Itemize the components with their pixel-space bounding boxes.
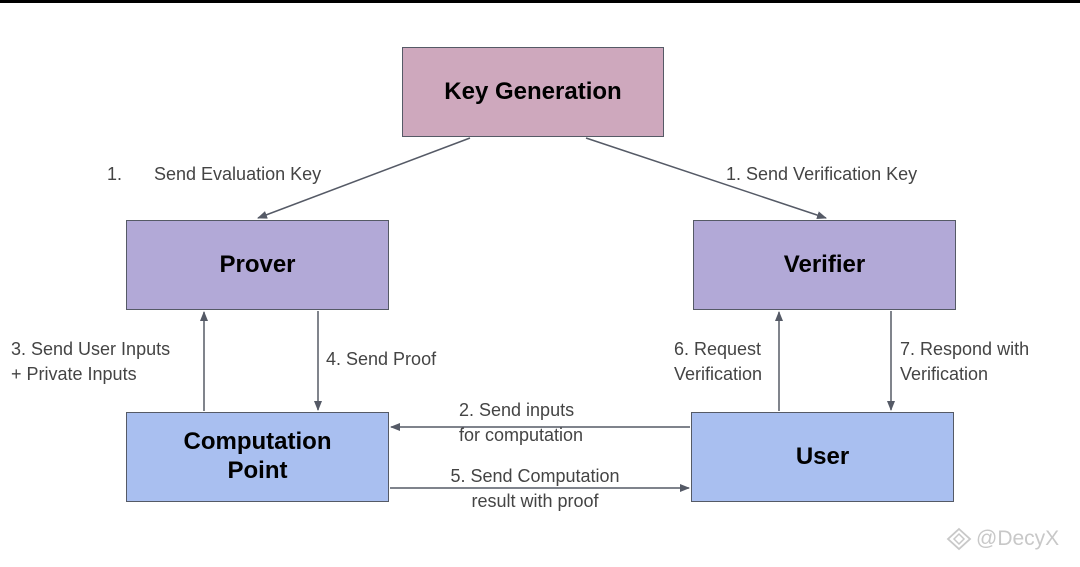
edge-label-eval-key: Send Evaluation Key — [154, 164, 322, 184]
edge-label-user-inputs-line1: 3. Send User Inputs — [11, 339, 171, 359]
edge-label-respond-verif-line2: Verification — [900, 364, 989, 384]
node-prover-label: Prover — [219, 250, 296, 278]
watermark-text: @DecyX — [976, 527, 1060, 550]
arrow-keygen-to-prover — [257, 137, 471, 219]
edge-label-request-verif-line2: Verification — [674, 364, 763, 384]
edge-label-send-proof: 4. Send Proof — [326, 349, 437, 369]
top-border — [0, 0, 1080, 3]
node-computation-point-label-line1: Computation — [183, 428, 332, 456]
edge-label-verif-key: 1. Send Verification Key — [726, 164, 918, 184]
edge-label-request-verif-line1: 6. Request — [674, 339, 762, 359]
edge-label-send-inputs-line2: for computation — [459, 425, 584, 445]
edge-label-user-inputs-line2: + Private Inputs — [11, 364, 137, 384]
node-computation-point: Computation Point — [126, 412, 389, 502]
decyx-logo-icon — [946, 527, 972, 551]
node-user-label: User — [795, 442, 850, 470]
node-verifier: Verifier — [693, 220, 956, 310]
edge-label-send-result-line1: 5. Send Computation — [450, 466, 620, 486]
edge-label-send-inputs-line1: 2. Send inputs — [459, 400, 575, 420]
edge-label-send-result-line2: result with proof — [471, 491, 599, 511]
node-computation-point-label-line2: Point — [227, 457, 288, 484]
node-key-generation: Key Generation — [402, 47, 664, 137]
node-user: User — [691, 412, 954, 502]
edge-label-eval-key-number: 1. — [107, 164, 123, 184]
node-key-generation-label: Key Generation — [444, 77, 622, 105]
watermark: @DecyX — [946, 527, 1059, 551]
node-verifier-label: Verifier — [783, 250, 866, 278]
arrow-keygen-to-verifier — [585, 137, 827, 219]
node-prover: Prover — [126, 220, 389, 310]
edge-label-respond-verif-line1: 7. Respond with — [900, 339, 1030, 359]
